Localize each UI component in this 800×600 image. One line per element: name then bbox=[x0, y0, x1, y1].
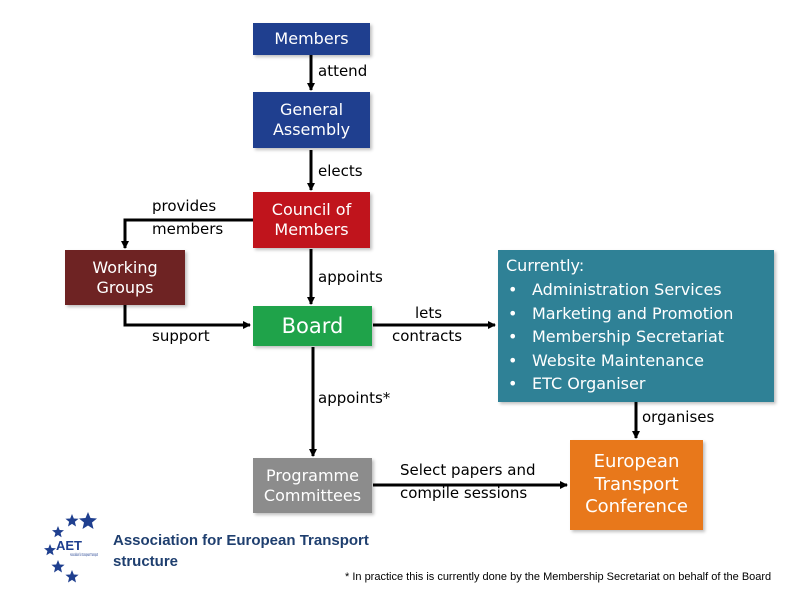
board-node: Board bbox=[253, 306, 372, 346]
edge-label-appoints: appoints bbox=[318, 268, 383, 286]
select-papers-line: Select papers and bbox=[400, 461, 536, 479]
working-groups-node: Working Groups bbox=[65, 250, 185, 305]
programme-line-1: Programme bbox=[266, 465, 359, 485]
arrow-working-groups-to-board bbox=[123, 305, 251, 329]
currently-services-node: Currently: Administration Services Marke… bbox=[498, 250, 774, 402]
etc-line-3: Conference bbox=[585, 496, 688, 518]
services-list: Administration Services Marketing and Pr… bbox=[506, 278, 733, 396]
edge-label-lets-contracts: lets contracts bbox=[392, 302, 462, 349]
service-item: Membership Secretariat bbox=[506, 325, 733, 349]
working-groups-line-1: Working bbox=[92, 257, 158, 277]
edge-label-organises: organises bbox=[642, 408, 715, 426]
edge-label-select-papers: Select papers and compile sessions bbox=[400, 459, 535, 506]
lets-line: lets bbox=[415, 304, 443, 322]
compile-sessions-line: compile sessions bbox=[400, 484, 528, 503]
council-of-members-node: Council of Members bbox=[253, 192, 370, 248]
service-item: Administration Services bbox=[506, 278, 733, 302]
working-groups-line-2: Groups bbox=[96, 277, 154, 297]
currently-heading: Currently: bbox=[506, 256, 585, 275]
logo-star-icon bbox=[65, 570, 79, 583]
edge-label-elects: elects bbox=[318, 162, 363, 180]
council-line-1: Council of bbox=[271, 200, 352, 219]
aet-logo: AET Association for European Transport bbox=[44, 512, 98, 583]
etc-line-2: Transport bbox=[594, 473, 679, 495]
logo-subtitle: Association for European Transport bbox=[70, 552, 98, 557]
logo-star-icon bbox=[51, 560, 65, 573]
logo-star-icon bbox=[44, 544, 56, 556]
programme-line-2: Committees bbox=[263, 485, 362, 505]
etc-line-1: European bbox=[593, 451, 680, 473]
association-name: Association for European Transport struc… bbox=[113, 530, 369, 572]
edge-label-appoints-star: appoints* bbox=[318, 389, 391, 407]
council-line-2: Members bbox=[274, 220, 349, 239]
edge-label-support: support bbox=[152, 327, 210, 345]
logo-star-icon bbox=[52, 526, 64, 538]
service-item: Website Maintenance bbox=[506, 349, 733, 373]
service-item: Marketing and Promotion bbox=[506, 302, 733, 326]
edge-label-provides-members: provides members bbox=[152, 195, 223, 242]
provides-line: provides bbox=[152, 197, 217, 215]
programme-committees-node: Programme Committees bbox=[253, 458, 372, 513]
contracts-line: contracts bbox=[392, 327, 463, 346]
general-assembly-line-1: General bbox=[279, 100, 344, 119]
general-assembly-line-2: Assembly bbox=[272, 120, 351, 139]
members-line: members bbox=[152, 220, 224, 239]
members-node: Members bbox=[253, 23, 370, 55]
logo-star-icon bbox=[79, 512, 97, 529]
european-transport-conference-node: European Transport Conference bbox=[570, 440, 703, 530]
members-label: Members bbox=[274, 29, 349, 48]
arrow-council-to-working-groups bbox=[121, 218, 253, 249]
general-assembly-node: General Assembly bbox=[253, 92, 370, 148]
service-item: ETC Organiser bbox=[506, 372, 733, 396]
logo-abbr: AET bbox=[56, 538, 82, 553]
edge-label-attend: attend bbox=[318, 62, 368, 80]
logo-star-icon bbox=[65, 514, 79, 527]
association-line-1: Association for European Transport bbox=[113, 532, 369, 549]
board-label: Board bbox=[281, 313, 344, 338]
footnote: * In practice this is currently done by … bbox=[345, 571, 772, 583]
association-line-2: structure bbox=[113, 553, 179, 570]
